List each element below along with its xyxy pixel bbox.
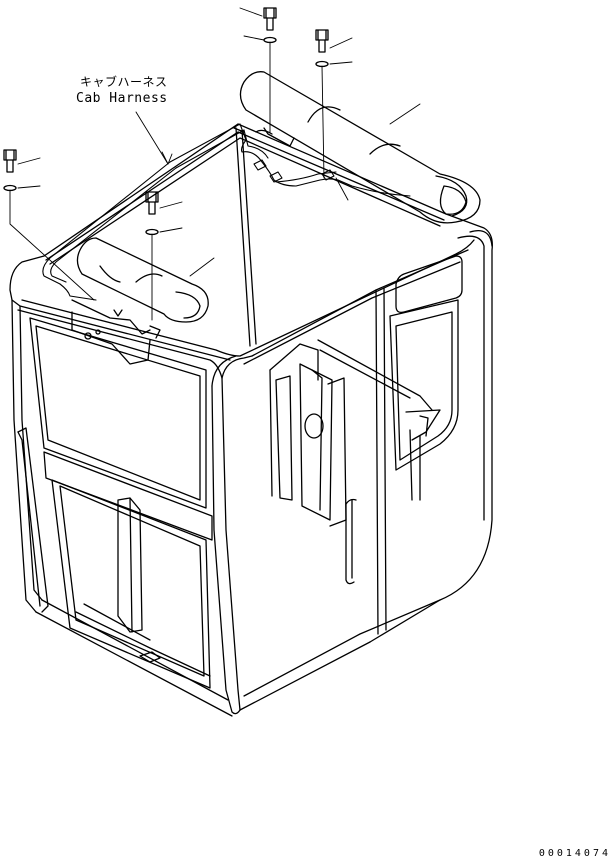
cab-harness-wire xyxy=(43,124,410,300)
harness-label-japanese: キャブハーネス xyxy=(80,75,168,89)
harness-label-english: Cab Harness xyxy=(76,91,168,106)
bolt-top-center xyxy=(240,8,276,132)
left-face-windows xyxy=(18,318,212,688)
leader-lines xyxy=(136,104,420,276)
bolt-top-right xyxy=(316,30,352,178)
part-code: 00014074 xyxy=(538,848,611,859)
bolt-mid-left xyxy=(146,192,182,320)
right-work-lamp xyxy=(240,72,480,223)
left-work-lamp xyxy=(72,238,208,364)
roof-vertical-line xyxy=(236,128,256,346)
cab-frame xyxy=(10,124,492,716)
cab-interior xyxy=(270,340,440,526)
bolt-left xyxy=(4,150,94,300)
